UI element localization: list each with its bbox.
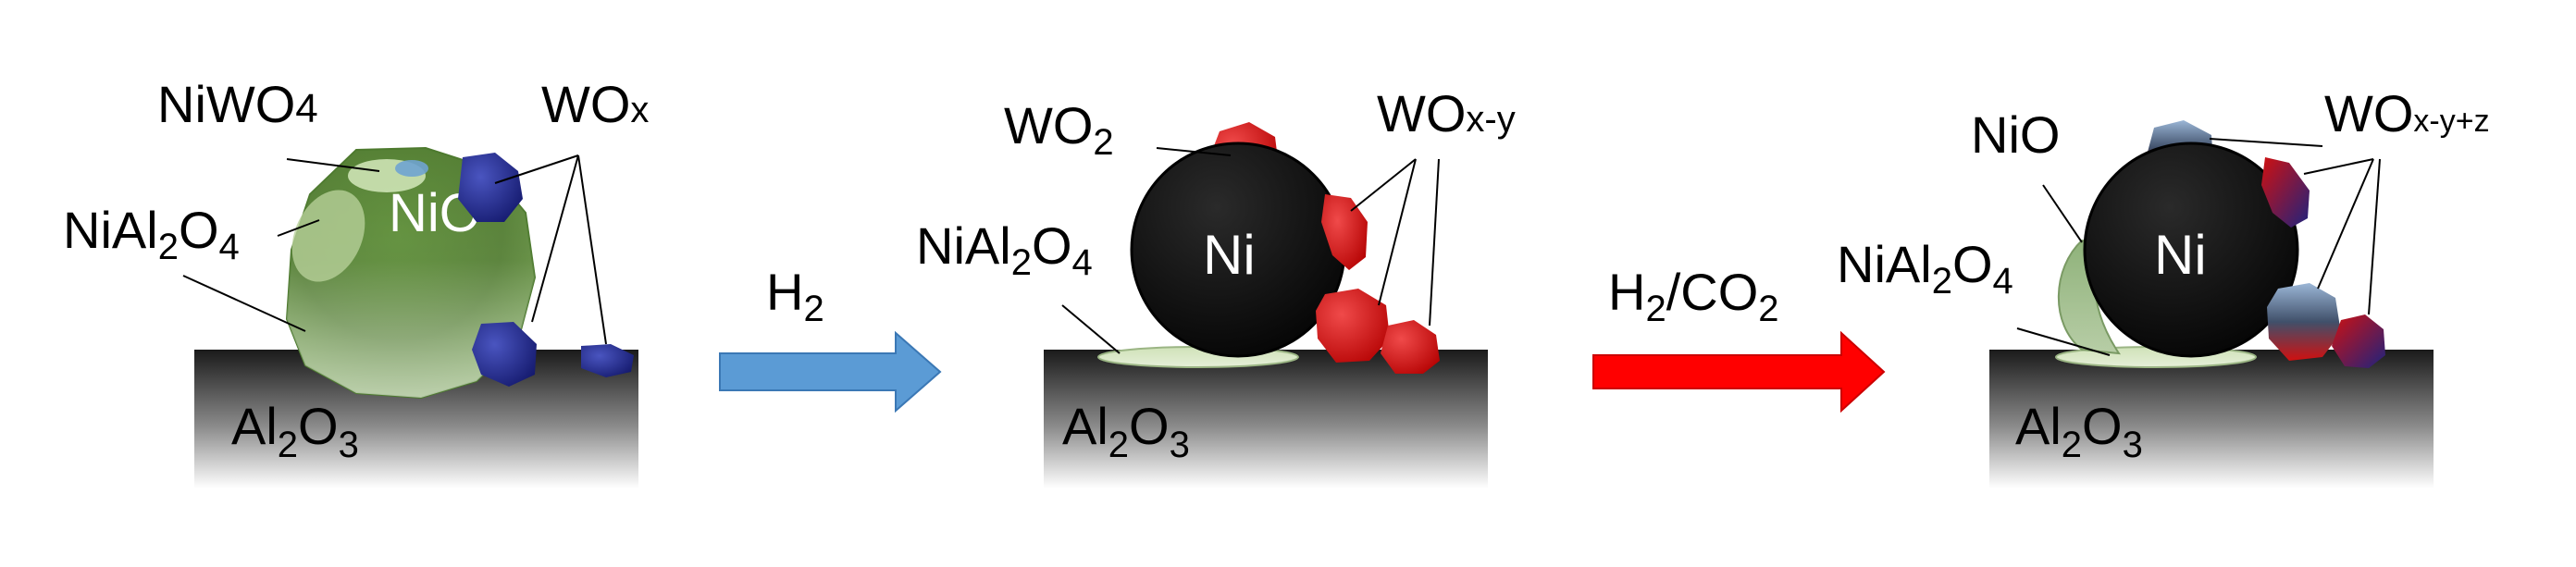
reaction-arrow-h2-co2: H2/CO2	[1592, 263, 1886, 413]
panel-2: Al2O3 Ni WO2 WOx-y NiAl2O4	[916, 84, 1516, 488]
wox-y-particle-1	[1321, 194, 1368, 270]
nio-label: NiO	[1971, 105, 2060, 164]
wox-y-label: WOx-y	[1377, 84, 1516, 142]
nial2o4-label: NiAl2O4	[1837, 235, 2013, 302]
wox-y-z-label: WOx-y+z	[2324, 84, 2490, 142]
nial2o4-lens	[291, 190, 365, 282]
wox-label: WOx	[541, 75, 649, 133]
alumina-label: Al2O3	[231, 397, 359, 465]
wox-particle-2	[472, 322, 537, 387]
leader-lines	[2016, 138, 2381, 356]
alumina-label: Al2O3	[2015, 397, 2143, 465]
alumina-support	[1989, 350, 2434, 488]
panel-3: Al2O3 Ni NiO WOx-y+z NiAl2O4	[1837, 84, 2490, 488]
arrow-h2-co2-label: H2/CO2	[1608, 263, 1779, 329]
arrow-h2-co2-shape	[1592, 330, 1886, 413]
ni-particle	[2083, 142, 2299, 358]
alumina-label: Al2O3	[1062, 397, 1190, 465]
wox-y-z-particle-3	[2332, 314, 2385, 368]
panel-1: Al2O3 NiO NiWO4 WOx NiAl2O4	[63, 75, 649, 488]
leader-lines	[182, 154, 607, 345]
ni-core-label: Ni	[2154, 224, 2207, 286]
arrow-h2-shape	[719, 330, 942, 413]
wox-particle-1	[458, 153, 523, 222]
wox-y-particle-3	[1381, 320, 1440, 374]
wox-y-z-particle-2	[2267, 283, 2341, 361]
reaction-arrow-h2: H2	[719, 263, 942, 413]
nial2o4-label: NiAl2O4	[916, 216, 1093, 283]
wox-y-particle-2	[1316, 289, 1390, 363]
ni-core-label: Ni	[1203, 224, 1256, 286]
leader-lines	[1061, 147, 1440, 354]
niwo4-label: NiWO4	[157, 75, 318, 133]
wox-y-z-particle-1	[2261, 157, 2310, 228]
arrow-h2-label: H2	[766, 263, 824, 329]
nial2o4-label: NiAl2O4	[63, 201, 240, 267]
wo2-label: WO2	[1004, 96, 1114, 163]
wox-particle-3	[581, 344, 634, 377]
